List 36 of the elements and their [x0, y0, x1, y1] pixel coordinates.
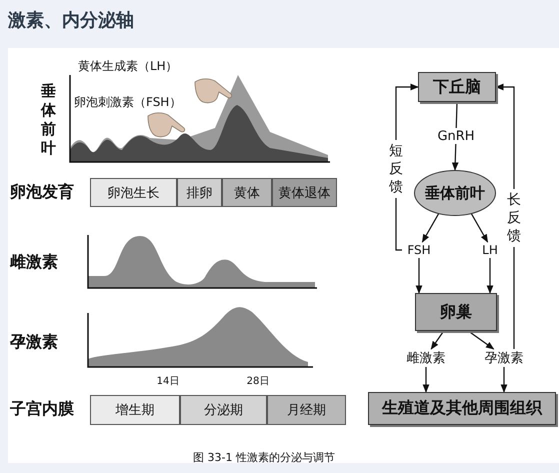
node-text: LH — [478, 242, 502, 258]
edge-label: 短反馈 — [387, 140, 405, 198]
caption: 图 33-1 性激素的分泌与调节 — [193, 450, 335, 465]
edge-label: GnRH — [436, 128, 476, 144]
arrow — [470, 213, 488, 243]
phase-segment: 增生期 — [90, 395, 180, 425]
arrow — [422, 213, 440, 243]
arrow — [486, 258, 494, 294]
row-label: 雌激素 — [10, 250, 59, 272]
phase-segment: 卵泡生长 — [90, 178, 177, 207]
arrow — [422, 367, 430, 393]
curve-label: 黄体生成素（LH） — [78, 58, 179, 74]
phase-segment: 月经期 — [267, 395, 346, 425]
row-label: 卵泡发育 — [10, 180, 75, 202]
arrow — [416, 258, 422, 294]
process-box: 生殖道及其他周围组织 — [368, 392, 556, 425]
day-tick-label: 28日 — [246, 375, 270, 389]
axis-label: 垂体前叶 — [40, 81, 57, 159]
phase-segment: 分泌期 — [180, 395, 267, 425]
node-text: FSH — [402, 242, 436, 258]
row-label: 子宫内膜 — [10, 398, 75, 420]
curve-label: 卵泡刺激素（FSH） — [74, 94, 182, 110]
title: 激素、内分泌轴 — [8, 9, 134, 32]
edge-label: 长反馈 — [505, 189, 523, 247]
arrow — [500, 367, 508, 393]
process-box: 下丘脑 — [418, 72, 496, 102]
phase-segment: 黄体 — [222, 178, 272, 207]
arrow — [468, 330, 494, 350]
day-tick-label: 14日 — [156, 375, 180, 389]
node-text: 孕激素 — [478, 349, 530, 367]
process-box: 卵巢 — [415, 293, 497, 331]
phase-segment: 黄体退体 — [272, 178, 337, 207]
row-label: 孕激素 — [10, 330, 59, 352]
arrow — [430, 330, 444, 350]
node-text: 雌激素 — [400, 349, 452, 367]
phase-segment: 排卵 — [177, 178, 222, 207]
